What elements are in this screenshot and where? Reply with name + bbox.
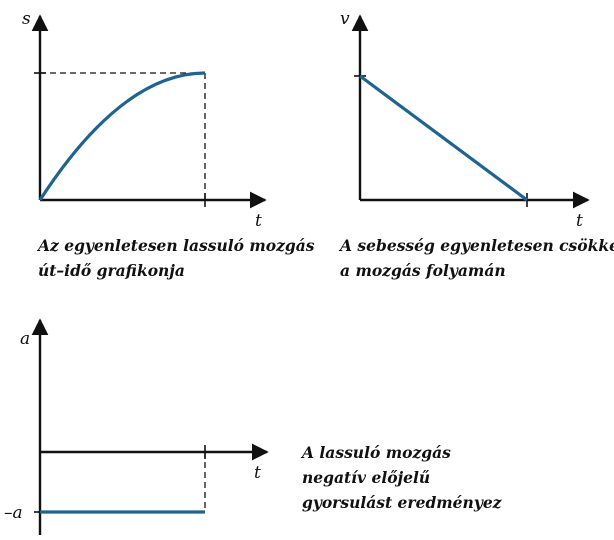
caption-line: A sebesség egyenletesen csökken [340, 236, 614, 255]
y-tick-label: –a [4, 503, 23, 523]
caption-acceleration-time: A lassuló mozgás negatív előjelű gyorsul… [302, 440, 502, 515]
caption-line: Az egyenletesen lassuló mozgás [38, 236, 315, 255]
chart-velocity-time: v t [340, 9, 590, 231]
chart-acceleration-time: a t –a [4, 318, 269, 535]
chart-distance-time: s t [22, 9, 267, 231]
series-velocity-line [359, 74, 528, 202]
y-axis-label: s [22, 9, 31, 29]
caption-line: út–idő grafikonja [38, 261, 185, 280]
x-axis-label: t [255, 211, 262, 231]
y-axis-label: a [20, 329, 30, 349]
x-axis-label: t [576, 211, 583, 231]
caption-line: gyorsulást eredményez [302, 493, 502, 512]
caption-distance-time: Az egyenletesen lassuló mozgás út–idő gr… [38, 233, 315, 283]
y-axis-label: v [340, 9, 350, 29]
caption-line: A lassuló mozgás [302, 443, 451, 462]
caption-line: negatív előjelű [302, 468, 431, 487]
caption-velocity-time: A sebesség egyenletesen csökken a mozgás… [340, 233, 614, 283]
caption-line: a mozgás folyamán [340, 261, 506, 280]
x-axis-label: t [254, 463, 261, 483]
series-distance-curve [38, 71, 206, 201]
